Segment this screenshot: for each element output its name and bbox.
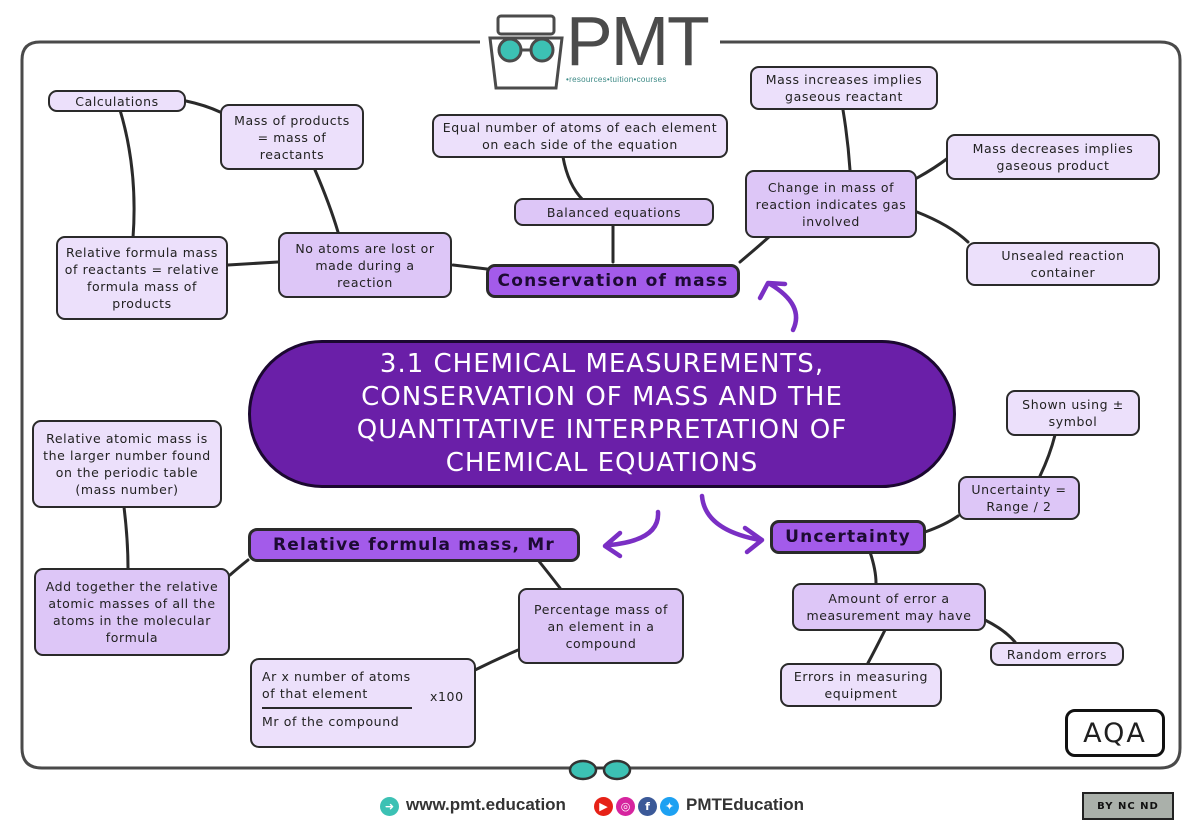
footer-social-handle[interactable]: PMTEducation xyxy=(686,795,805,814)
link-noatoms-conservation xyxy=(451,263,489,271)
node-change-in-mass: Change in mass of reaction indicates gas… xyxy=(745,170,917,238)
cursor-icon: ➜ xyxy=(380,797,399,816)
youtube-icon: ▶ xyxy=(594,797,613,816)
node-random-errors: Random errors xyxy=(990,642,1124,666)
node-uncertainty: Uncertainty xyxy=(770,520,926,554)
link-equal-balanced xyxy=(561,155,585,202)
link-amount-random xyxy=(983,618,1017,644)
link-relative-percentage xyxy=(536,558,562,590)
node-balanced-equations: Balanced equations xyxy=(514,198,714,226)
formula-denominator: Mr of the compound xyxy=(262,714,400,729)
node-conservation-of-mass: Conservation of mass xyxy=(486,264,740,298)
node-relative-formula-equal: Relative formula mass of reactants = rel… xyxy=(56,236,228,320)
formula-numerator: Ar x number of atoms of that element xyxy=(262,669,411,701)
node-relative-atomic-mass: Relative atomic mass is the larger numbe… xyxy=(32,420,222,508)
link-uncertainty-amount xyxy=(868,550,878,585)
link-atomic-add xyxy=(122,505,130,570)
link-change-decrease xyxy=(915,156,950,180)
node-relative-formula-mass: Relative formula mass, Mr xyxy=(248,528,580,562)
instagram-icon: ◎ xyxy=(616,797,635,816)
node-amount-of-error: Amount of error a measurement may have xyxy=(792,583,986,631)
license-label: BY NC ND xyxy=(1097,800,1159,812)
node-errors-equipment: Errors in measuring equipment xyxy=(780,663,942,707)
aqa-badge: AQA xyxy=(1065,709,1165,757)
formula-multiplier: x100 xyxy=(430,689,464,704)
node-percentage-formula: Ar x number of atoms of that element Mr … xyxy=(250,658,476,748)
footer-website-link[interactable]: www.pmt.education xyxy=(406,795,566,814)
arrow-to-conservation xyxy=(767,281,799,333)
logo-glasses-icon xyxy=(488,14,564,90)
node-calculations: Calculations xyxy=(48,90,186,112)
node-unsealed-container: Unsealed reaction container xyxy=(966,242,1160,286)
link-calc-massproducts xyxy=(184,99,222,114)
central-topic: 3.1 CHEMICAL MEASUREMENTS, CONSERVATION … xyxy=(248,340,956,488)
link-amount-errors xyxy=(866,628,887,665)
logo-tagline: •resources•tuition•courses xyxy=(566,75,667,84)
node-uncertainty-range: Uncertainty = Range / 2 xyxy=(958,476,1080,520)
link-increase-change xyxy=(841,108,852,172)
node-mass-products: Mass of products = mass of reactants xyxy=(220,104,364,170)
link-relative-add xyxy=(228,558,250,577)
arrow-to-relative xyxy=(607,509,661,548)
link-calc-relative xyxy=(118,108,136,240)
footer-glasses-icon xyxy=(568,759,632,781)
link-uncertainty-range xyxy=(923,514,960,534)
facebook-icon: f xyxy=(638,797,657,816)
logo-text: PMT xyxy=(566,2,710,80)
node-mass-decreases: Mass decreases implies gaseous product xyxy=(946,134,1160,180)
node-mass-increases: Mass increases implies gaseous reactant xyxy=(750,66,938,110)
link-percentage-formula xyxy=(473,648,520,672)
link-conservation-change xyxy=(738,234,772,264)
node-shown-using: Shown using ± symbol xyxy=(1006,390,1140,436)
arrow-to-uncertainty-head xyxy=(742,525,765,555)
arrow-to-relative-head xyxy=(602,530,623,559)
arrow-to-uncertainty xyxy=(699,493,763,543)
link-shown-range xyxy=(1038,433,1057,478)
creative-commons-license: BY NC ND xyxy=(1082,792,1174,820)
arrow-to-conservation-head xyxy=(757,280,788,301)
twitter-icon: ✦ xyxy=(660,797,679,816)
link-relative-noatoms xyxy=(226,260,280,267)
link-change-unsealed xyxy=(915,210,970,244)
formula-fraction-bar xyxy=(262,707,412,709)
node-no-atoms-lost: No atoms are lost or made during a react… xyxy=(278,232,452,298)
node-percentage-mass: Percentage mass of an element in a compo… xyxy=(518,588,684,664)
node-equal-atoms: Equal number of atoms of each element on… xyxy=(432,114,728,158)
node-add-together: Add together the relative atomic masses … xyxy=(34,568,230,656)
link-massproducts-noatoms xyxy=(313,168,340,234)
